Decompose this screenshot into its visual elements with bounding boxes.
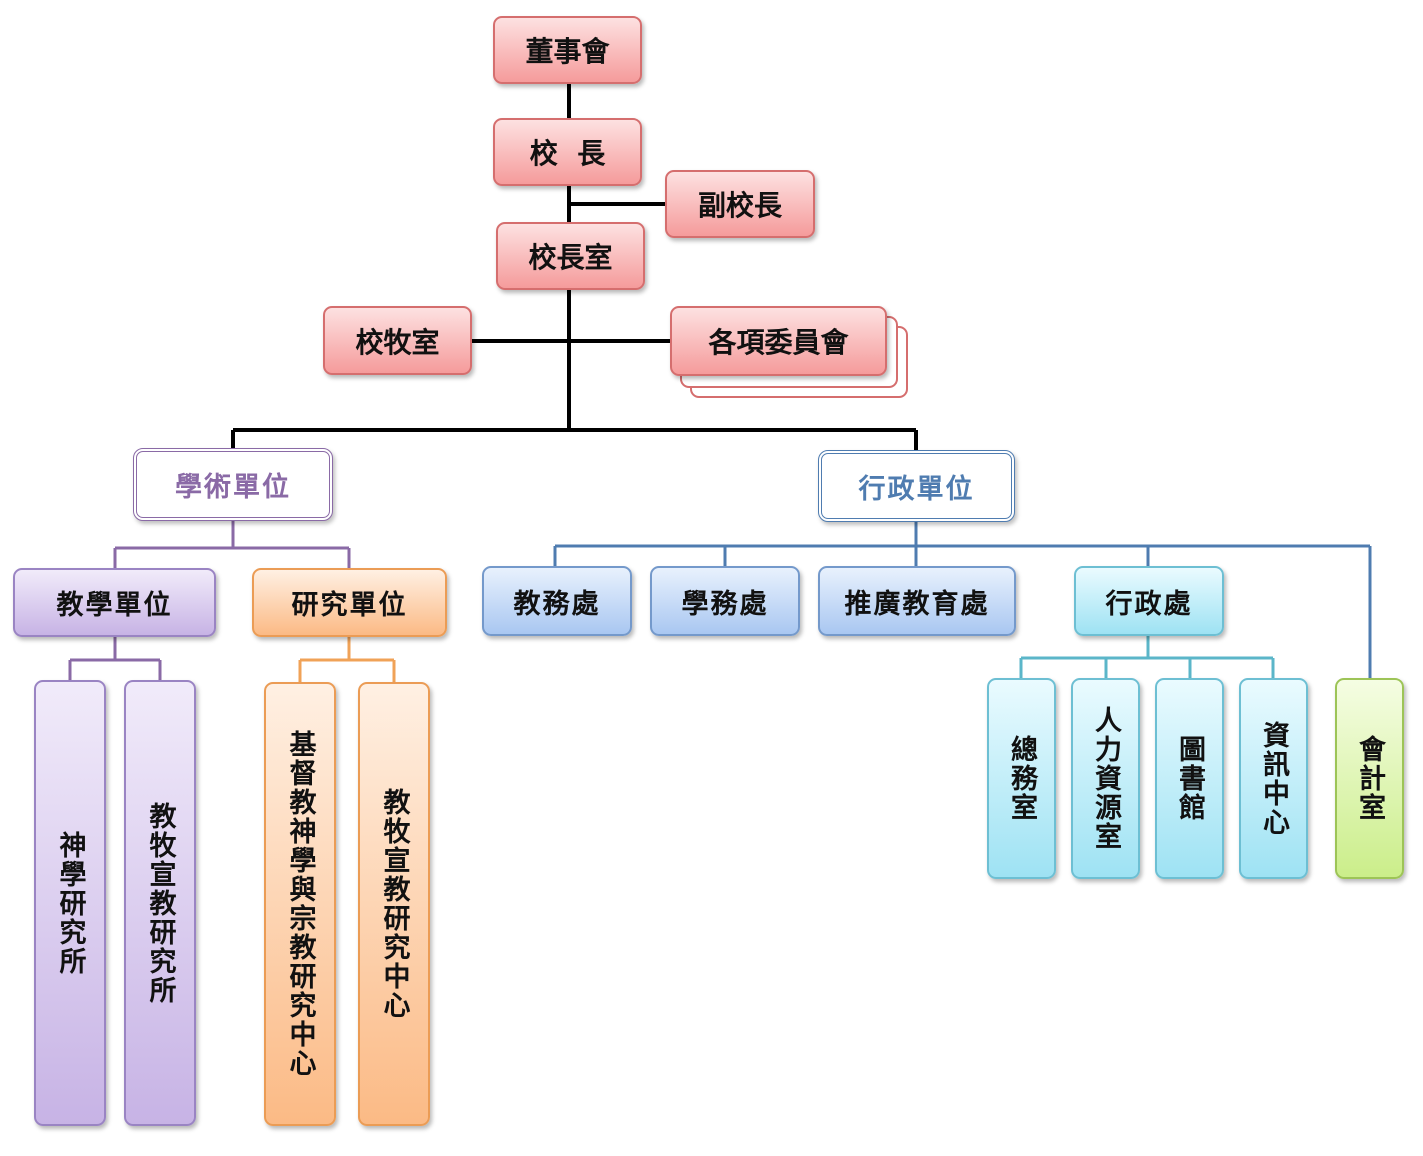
administration-office-box: 行政處: [1074, 566, 1224, 636]
academic-division-box: 學術單位: [133, 448, 333, 521]
it-center-box: 資訊中心: [1239, 678, 1308, 879]
board-box: 董事會: [493, 16, 642, 84]
president-box: 校 長: [493, 118, 642, 186]
student-affairs-box: 學務處: [650, 566, 800, 636]
pastoral-institute-box: 教牧宣教研究所: [124, 680, 196, 1126]
human-resources-box: 人力資源室: [1071, 678, 1140, 879]
teaching-units-box: 教學單位: [13, 568, 216, 637]
administrative-division-box: 行政單位: [818, 450, 1015, 522]
christian-center-box: 基督教神學與宗教研究中心: [264, 682, 336, 1126]
library-box: 圖書館: [1155, 678, 1224, 879]
academic-affairs-box: 教務處: [482, 566, 632, 636]
pastoral-center-box: 教牧宣教研究中心: [358, 682, 430, 1126]
general-affairs-box: 總務室: [987, 678, 1056, 879]
accounting-box: 會計室: [1335, 678, 1404, 879]
theology-institute-box: 神學研究所: [34, 680, 106, 1126]
research-units-box: 研究單位: [252, 568, 447, 637]
president-office-box: 校長室: [496, 222, 645, 290]
chaplain-office-box: 校牧室: [323, 306, 472, 375]
vice-president-box: 副校長: [665, 170, 815, 238]
committees-box: 各項委員會: [670, 306, 887, 376]
extension-education-box: 推廣教育處: [818, 566, 1016, 636]
